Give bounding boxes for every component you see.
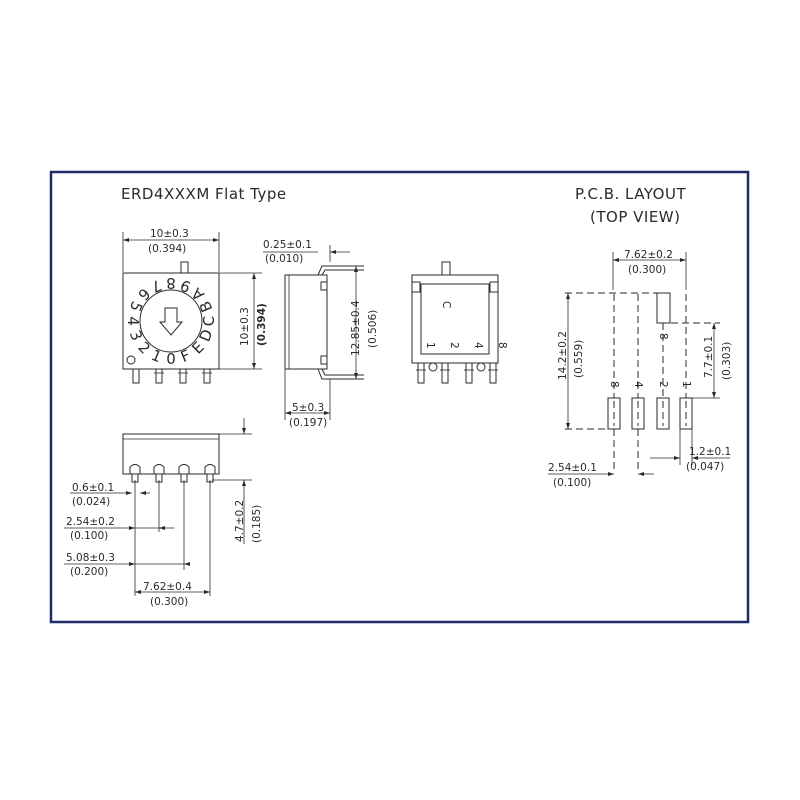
front-height-in: (0.185) <box>251 505 263 543</box>
bottom-pin-label: 1 <box>424 342 436 349</box>
dial-width-in: (0.394) <box>148 243 186 255</box>
pin <box>465 362 473 384</box>
drawing-title: ERD4XXXM Flat Type <box>121 185 287 203</box>
pcb-pad-width-in: (0.047) <box>686 461 724 473</box>
pcb-pad-width-mm: 1.2±0.1 <box>689 446 731 458</box>
bottom-view: C 1 2 4 8 <box>411 261 508 384</box>
pcb-pin-label: 4 <box>632 381 644 388</box>
bottom-pin-label: 2 <box>448 342 460 349</box>
pcb-span-in: (0.300) <box>628 264 666 276</box>
pcb-span-mm: 7.62±0.2 <box>624 249 673 261</box>
dial-width-mm: 10±0.3 <box>150 228 189 240</box>
dial-digit: 8 <box>166 274 176 292</box>
pin <box>441 362 449 384</box>
pcb-offset-in: (0.303) <box>721 342 733 380</box>
bottom-pin-label: 8 <box>496 342 508 349</box>
pin <box>179 368 187 384</box>
dial-digit: 0 <box>166 350 176 368</box>
pcb-height-mm: 14.2±0.2 <box>557 331 569 380</box>
pcb-pitch-in: (0.100) <box>553 477 591 489</box>
pin <box>155 368 163 384</box>
dial-digit: C <box>200 316 218 326</box>
total-in: (0.300) <box>150 596 188 608</box>
bottom-pin-label: 4 <box>472 342 484 349</box>
dial-digit: 4 <box>124 316 142 326</box>
pin <box>417 362 425 384</box>
span-in: (0.200) <box>70 566 108 578</box>
dial-pins <box>132 368 212 384</box>
pcb-height-in: (0.559) <box>573 340 585 378</box>
pin <box>203 368 211 384</box>
lead-thickness-mm: 0.25±0.1 <box>263 239 312 251</box>
pcb-pin-label: 1 <box>680 381 692 388</box>
pitch-mm: 2.54±0.2 <box>66 516 115 528</box>
common-label: C <box>440 301 452 308</box>
body-width-mm: 5±0.3 <box>292 402 324 414</box>
pcb-top-pad-label: 8 <box>657 333 669 340</box>
pitch-in: (0.100) <box>70 530 108 542</box>
pcb-pin-label: 8 <box>608 381 620 388</box>
lead-width-in: (0.024) <box>72 496 110 508</box>
pcb-pin-label: 2 <box>657 381 669 388</box>
front-height-mm: 4.7±0.2 <box>234 500 246 542</box>
side-length-mm: 12.85±0.4 <box>350 300 362 356</box>
span-mm: 5.08±0.3 <box>66 552 115 564</box>
total-mm: 7.62±0.4 <box>143 581 192 593</box>
front-view: 4.7±0.2 (0.185) 0.6±0.1 (0.024) 2.54±0.2… <box>64 418 263 608</box>
lead-thickness-in: (0.010) <box>265 253 303 265</box>
pin <box>489 362 497 384</box>
body-width-in: (0.197) <box>289 417 327 429</box>
side-length-in: (0.506) <box>367 310 379 348</box>
lead-width-mm: 0.6±0.1 <box>72 482 114 494</box>
pcb-offset-mm: 7.7±0.1 <box>703 336 715 378</box>
pin <box>132 368 140 384</box>
drawing-frame <box>49 170 750 624</box>
side-view: 0.25±0.1 (0.010) 12.85±0.4 (0.506) 5±0.3… <box>263 239 379 429</box>
dial-height-mm: 10±0.3 <box>239 307 251 346</box>
pcb-layout-subtitle: (TOP VIEW) <box>590 208 680 226</box>
bottom-pins: 1 2 4 8 <box>416 342 508 384</box>
pcb-layout: 7.62±0.2 (0.300) 8 8 4 2 1 14.2±0.2 (0.559)… <box>548 249 733 489</box>
pcb-pads: 8 4 2 1 <box>607 381 693 430</box>
dial-height-in: (0.394) <box>256 303 268 346</box>
pcb-pitch-mm: 2.54±0.1 <box>548 462 597 474</box>
pcb-layout-title: P.C.B. LAYOUT <box>575 185 686 203</box>
pcb-top-pad <box>656 292 671 324</box>
locator-hole <box>126 355 136 365</box>
